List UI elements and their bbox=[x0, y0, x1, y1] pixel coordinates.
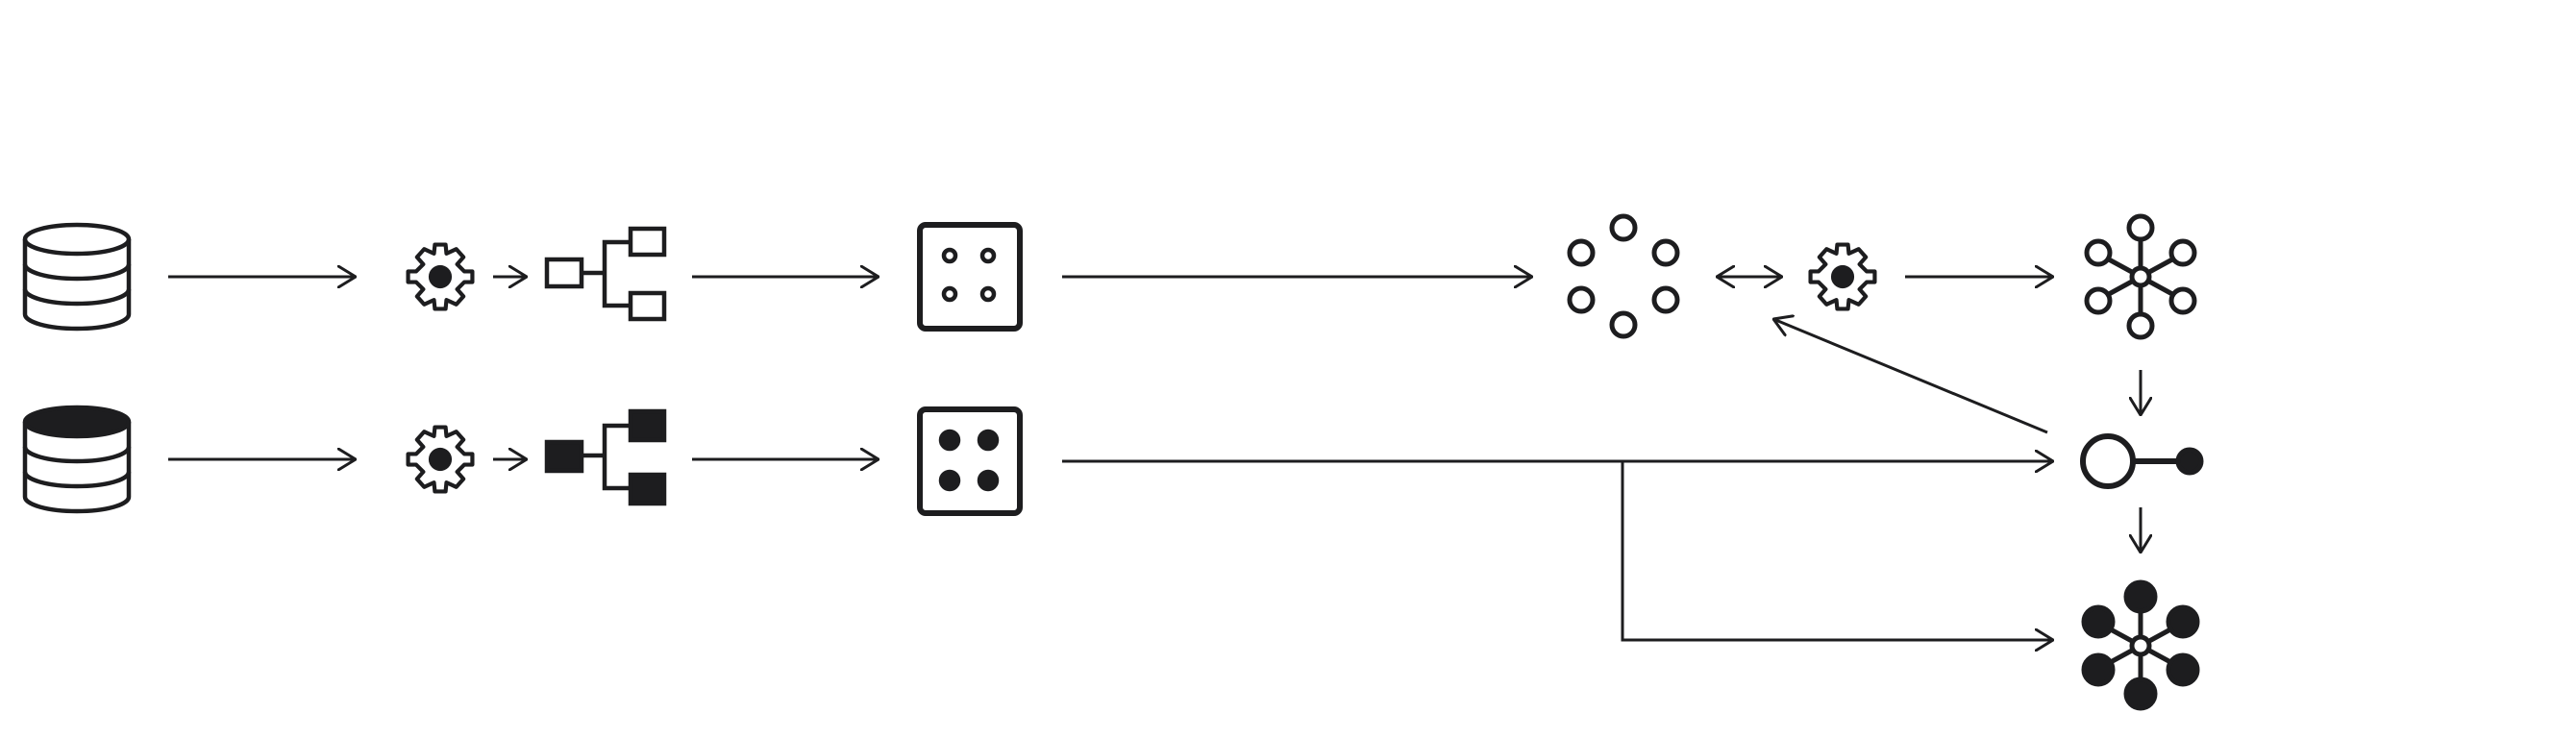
hierarchy-icon bbox=[544, 408, 667, 506]
gear-icon bbox=[1811, 245, 1875, 309]
dice-four-icon bbox=[917, 406, 1023, 516]
network-hub-icon bbox=[2084, 213, 2197, 340]
network-hub-icon bbox=[2081, 579, 2200, 711]
edge-connector-to-gear-3 bbox=[1773, 319, 2048, 434]
database-icon bbox=[22, 405, 132, 514]
dice-four-icon bbox=[917, 222, 1023, 332]
ring-of-nodes-icon bbox=[1567, 213, 1680, 339]
edge-matrix-labeled-to-network-filled bbox=[1621, 461, 2053, 640]
gear-icon bbox=[409, 245, 473, 309]
connector-icon bbox=[2080, 433, 2204, 489]
hierarchy-icon bbox=[544, 226, 667, 322]
database-icon bbox=[22, 222, 132, 332]
gear-icon bbox=[409, 428, 473, 492]
